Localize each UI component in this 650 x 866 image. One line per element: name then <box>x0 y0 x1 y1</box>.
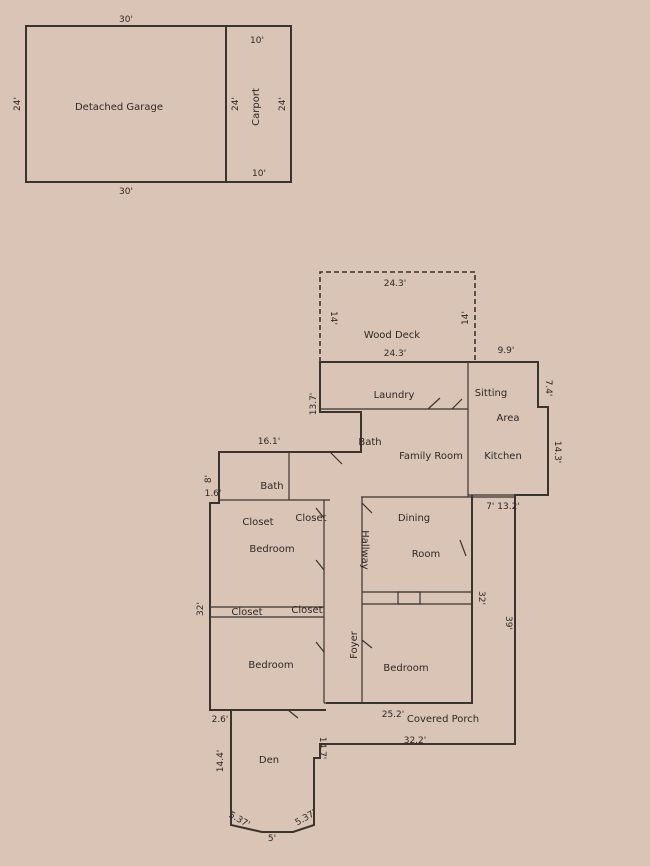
deck-outline <box>319 271 476 362</box>
porch-inner-wall <box>326 495 473 704</box>
bedroom-2-label: Bedroom <box>248 660 293 671</box>
carport-dim-bottom: 10' <box>252 169 266 179</box>
deck-dim-top: 24.3' <box>384 279 407 289</box>
door-den <box>287 709 299 719</box>
carport-label: Carport <box>251 88 262 126</box>
dim-porch-right: 39' <box>503 616 513 630</box>
wood-deck-group: Wood Deck 24.3' 24.3' 14' 14' <box>319 271 476 362</box>
garage-label: Detached Garage <box>75 102 163 113</box>
den-label: Den <box>259 755 279 766</box>
deck-dim-right: 14' <box>461 311 471 325</box>
deck-dim-left: 14' <box>328 311 338 325</box>
dim-den-left: 14.4' <box>216 750 226 773</box>
foyer-label: Foyer <box>349 630 360 659</box>
carport-dim-left: 24' <box>231 97 241 111</box>
dim-sitting-top: 9.9' <box>498 346 515 356</box>
bath-left-label: Bath <box>260 481 283 492</box>
garage-dim-left: 24' <box>13 97 23 111</box>
door-sitting <box>451 398 463 410</box>
door-dining-right <box>459 539 467 557</box>
carport-dim-right: 24' <box>278 97 288 111</box>
closet-3-label: Closet <box>231 607 262 618</box>
garage-outline <box>25 25 292 183</box>
carport-dim-top: 10' <box>250 36 264 46</box>
door-closet <box>315 507 325 519</box>
dim-den-bottom: 5' <box>268 834 276 844</box>
door-bedroom3 <box>361 639 373 649</box>
dim-den-right: 14.7' <box>317 737 327 760</box>
house-walls <box>209 361 549 833</box>
garage-dim-top: 30' <box>119 15 133 25</box>
closet-2-label: Closet <box>295 513 326 524</box>
garage-dim-bottom: 30' <box>119 187 133 197</box>
door-bedroom2 <box>315 641 325 653</box>
dim-bath-top: 16.1' <box>258 437 281 447</box>
dim-bath-left-a: 8' <box>204 475 214 483</box>
dim-laundry-left: 13.7' <box>309 393 319 416</box>
dim-left-wall: 32' <box>196 602 206 616</box>
wood-deck-label: Wood Deck <box>364 330 420 341</box>
hallway-label: Hallway <box>359 530 370 570</box>
room-label: Room <box>412 549 440 560</box>
door-bath-upper <box>329 451 343 465</box>
room-labels: Laundry Sitting Area Bath Family Room Ki… <box>231 388 521 766</box>
family-room-label: Family Room <box>399 451 463 462</box>
door-dining <box>361 502 373 514</box>
closet-4-label: Closet <box>291 605 322 616</box>
door-bedroom1 <box>315 559 325 571</box>
dim-bath-left-b: 1.6' <box>205 489 222 499</box>
door-laundry <box>427 397 441 410</box>
laundry-label: Laundry <box>374 390 415 401</box>
dim-den-top: 2.6' <box>212 715 229 725</box>
house-outline <box>209 361 549 833</box>
area-label: Area <box>496 413 519 424</box>
dim-porch-outer: 32.2' <box>404 736 427 746</box>
bath-upper-label: Bath <box>358 437 381 448</box>
deck-dim-bottom: 24.3' <box>384 349 407 359</box>
garage-group: Detached Garage Carport 30' 30' 24' 10' … <box>13 15 292 197</box>
bedroom-3-label: Bedroom <box>383 663 428 674</box>
bedroom-1-label: Bedroom <box>249 544 294 555</box>
dim-kitchen-right: 14.3' <box>552 441 562 464</box>
sitting-label: Sitting <box>475 388 507 399</box>
dim-dining-right: 32' <box>476 591 486 605</box>
covered-porch-label: Covered Porch <box>407 714 479 725</box>
fireplace <box>397 591 421 605</box>
dim-kitchen-bottom: 7' 13.2' <box>486 502 520 512</box>
closet-1-label: Closet <box>242 517 273 528</box>
kitchen-label: Kitchen <box>484 451 522 462</box>
dining-label: Dining <box>398 513 430 524</box>
dim-sitting-right: 7.4' <box>543 380 553 397</box>
dim-porch-inner: 25.2' <box>382 710 405 720</box>
